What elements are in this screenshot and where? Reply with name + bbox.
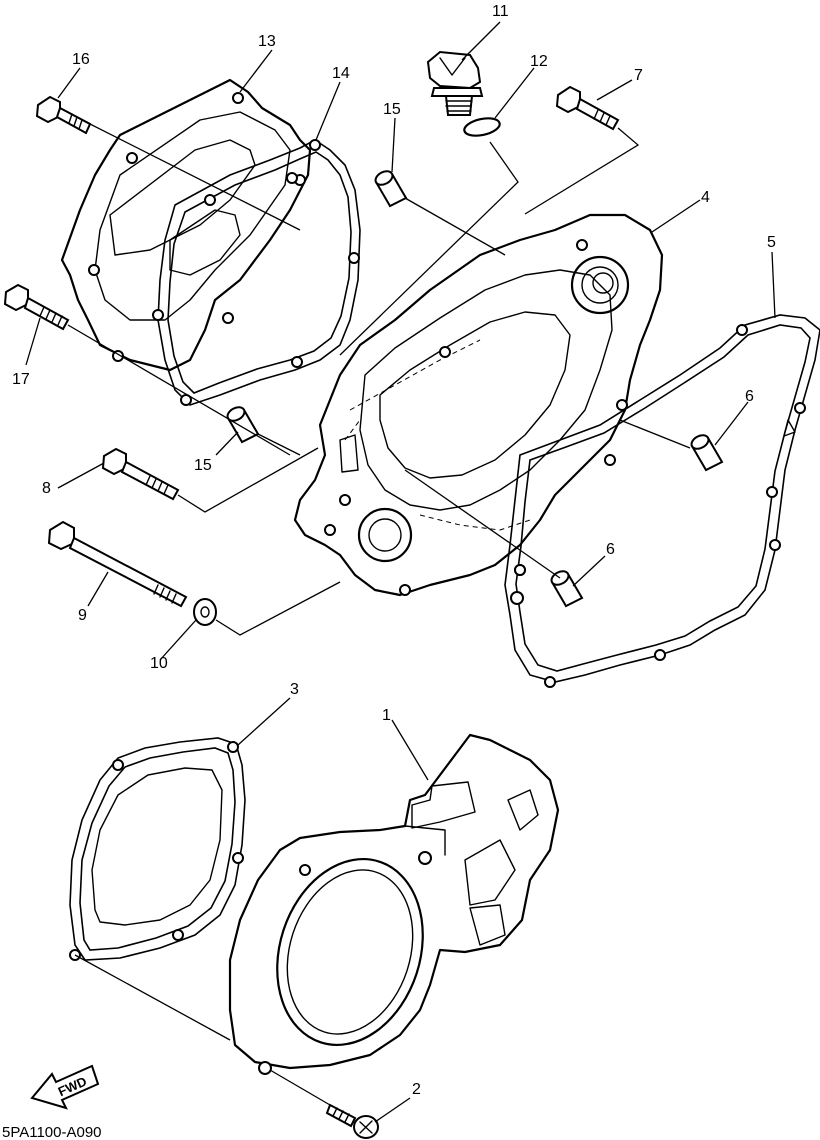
callout-16: 16 (72, 51, 90, 68)
callout-11: 11 (492, 3, 509, 20)
part-1-magneto-cover (228, 733, 560, 1075)
callout-9: 9 (78, 607, 87, 624)
callout-17: 17 (12, 371, 30, 388)
part-15-dowel-pin-lower (226, 406, 260, 444)
callout-15-upper: 15 (383, 101, 401, 118)
assembly-lines (67, 123, 691, 1106)
callout-3: 3 (290, 681, 299, 698)
part-2-screw (325, 1103, 379, 1139)
callout-7: 7 (634, 67, 643, 84)
part-16-bolt (35, 95, 92, 135)
callout-labels: 1 2 3 4 5 6 6 7 8 9 10 11 12 13 14 15 15… (12, 3, 776, 1098)
part-9-long-bolt (47, 520, 188, 608)
callout-leaders (25, 21, 776, 1123)
part-13-clutch-cover (60, 78, 312, 372)
part-5-gasket (504, 314, 820, 688)
part-8-bolt (101, 447, 180, 501)
part-4-crankcase-cover (293, 213, 664, 597)
callout-13: 13 (258, 33, 276, 50)
callout-15-lower: 15 (194, 457, 212, 474)
callout-2: 2 (412, 1081, 421, 1098)
part-14-gasket (152, 139, 361, 406)
callout-10: 10 (150, 655, 168, 672)
part-10-washer (193, 598, 217, 626)
part-15-dowel-pin-upper (374, 170, 408, 208)
part-7-bolt (555, 85, 620, 131)
callout-5: 5 (767, 234, 776, 251)
fwd-arrow-icon: FWD (30, 1064, 100, 1110)
callout-1: 1 (382, 707, 391, 724)
callout-4: 4 (701, 189, 710, 206)
part-17-bolt (3, 283, 70, 331)
callout-6-upper: 6 (745, 388, 754, 405)
callout-12: 12 (530, 53, 548, 70)
callout-14: 14 (332, 65, 350, 82)
callout-8: 8 (42, 480, 51, 497)
callout-6-lower: 6 (606, 541, 615, 558)
drawing-code: 5PA1100-A090 (2, 1124, 102, 1140)
part-11-filler-plug (426, 50, 484, 116)
part-3-gasket (69, 737, 246, 961)
part-12-o-ring (463, 117, 501, 137)
part-6-dowel-pin-upper (690, 434, 724, 472)
